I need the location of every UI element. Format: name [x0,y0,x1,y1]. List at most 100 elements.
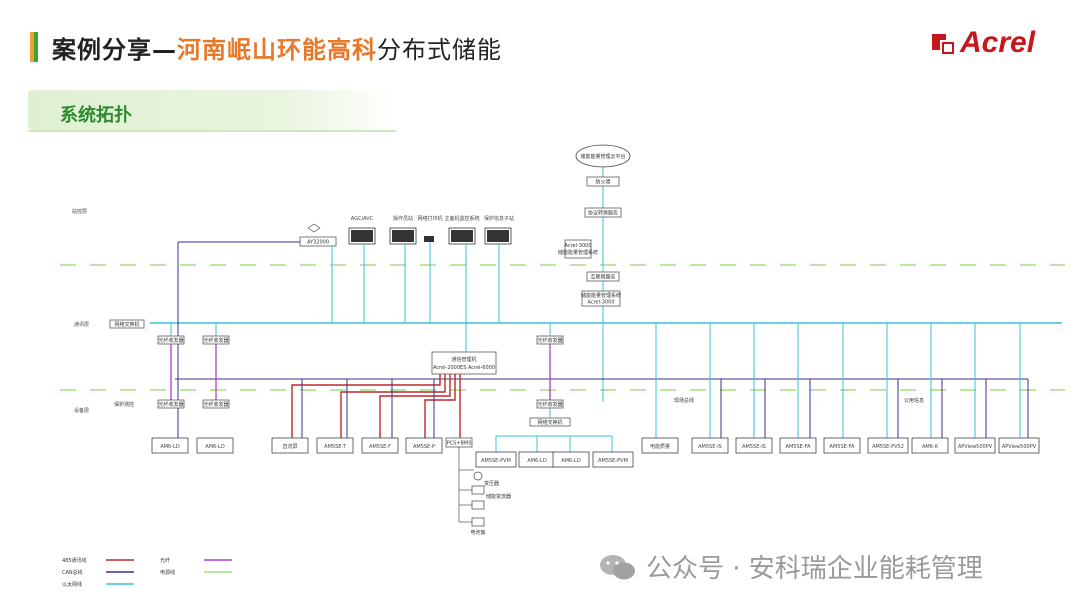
device-label: 电能质量 [650,443,670,450]
chain-label-pcs: 储能变流器 [486,493,511,500]
workstation-label-monitor: 主备机监控系统 [444,215,479,222]
firewall-label: 防火墙 [595,179,610,186]
workstation-agc: AGC/AVC [348,216,376,323]
acrel-logo-icon [932,34,954,54]
wechat-watermark: 公众号 · 安科瑞企业能耗管理 [598,548,983,585]
wechat-icon [600,554,635,579]
title-highlight: 河南岷山环能高科 [177,35,377,64]
device-label: AM5SE-PV52 [872,444,904,450]
watermark-text: 公众号 · 安科瑞企业能耗管理 [646,554,983,584]
title-marker [30,32,38,62]
cloud-platform-label: 储能能量管理云平台 [580,153,625,160]
device-power-quality: 电能质量 [641,437,679,454]
internet-box [586,271,620,282]
device-am6-ld-4: AM6-LD [552,451,590,468]
firewall-box [586,176,620,187]
device-row: AM6-LD AM6-LD 直流屏 AM5SE-T AM5SE-F AM5SE-… [151,437,1040,468]
nvr-box [299,236,337,247]
legend-label-power: 电源线 [160,569,175,576]
device-label: AM5SE-IS [698,444,722,450]
workstation-label-operator: 操作员站 [393,215,413,222]
side-label-switch-group: 公用信息 [904,397,924,404]
left-switch-label: 网络交换机 [114,321,139,328]
device-am5se-pv52: AM5SE-PV52 [867,437,909,454]
layer-label-station: 站控层 [72,208,87,215]
gateway-label-2: 储能能量管理系统 [558,249,598,256]
device-label: APView500PV [1002,444,1037,450]
battery-cluster-icon [471,517,485,527]
device-am5se-p: AM5SE-P [405,437,443,454]
slide-title-bar: 案例分享—河南岷山环能高科分布式储能 [30,30,502,64]
fiber-transceiver-2-label: 光纤收发器 [203,337,228,344]
fiber-transceiver-3-label: 光纤收发器 [537,337,562,344]
device-am5se-t: AM5SE-T [316,437,354,454]
ems-label-1: 储能能量管理系统 [581,292,621,299]
pcs-icon [471,485,485,495]
slide-title: 案例分享—河南岷山环能高科分布式储能 [52,30,502,65]
device-label: AM6-K [922,444,939,450]
device-label: AM5SE-PVM [481,458,511,464]
device-label: AM5SE-FA [830,444,855,450]
pcs-bms-label: PCS+BMS [447,441,472,447]
device-label: AM5SE-F [369,444,391,450]
device-label: AM5SE-PVM [598,458,628,464]
device-label: AM5SE-T [324,444,347,450]
workstation-monitor: 主备机监控系统 [444,215,480,323]
layer-label-device: 设备层 [74,407,89,414]
gateway-label-1: Acrel-3000 [564,243,591,249]
title-suffix: 分布式储能 [377,35,502,64]
device-apview-1: APView500PV [954,437,996,454]
device-label: AM6-LD [160,444,180,450]
transformer-icon [473,471,483,481]
battery-icon [471,500,485,510]
section-title: 系统拓扑 [60,105,132,126]
device-am5se-f: AM5SE-F [361,437,399,454]
sub-switch-label: 网络交换机 [537,419,562,426]
protocol-box [584,207,622,218]
fiber-transceiver-5-label: 光纤收发器 [203,401,228,408]
gateway-box [564,239,592,259]
workstation-protection: 保护信息子站 [484,215,514,323]
side-label-field-bus: 现场总线 [674,397,694,404]
workstation-label-agc: AGC/AVC [351,216,374,222]
device-am6-ld-2: AM6-LD [196,437,234,454]
fiber-transceiver-4 [157,399,185,409]
chain-label-battery: 电池簇 [470,529,485,536]
topology-diagram: 站控层 通讯层 设备层 储能能量管理云平台 防火墙 协议转换服务 互联网服务 A… [60,144,1065,588]
section-underline [28,130,396,132]
device-am6-k: AM6-K [911,437,949,454]
side-label-bus-left: 保护测控 [114,401,134,408]
workstation-operator: 操作员站 [389,215,417,323]
device-am5se-is-1: AM5SE-IS [691,437,729,454]
device-label: AM5SE-P [413,444,435,450]
ethernet-drops-right [655,323,1021,438]
legend-label-ethernet: 以太网线 [62,581,82,588]
nvr-label: AY32000 [307,240,329,246]
fiber-transceiver-4-label: 光纤收发器 [158,401,183,408]
ems-box [581,290,621,307]
device-dc-panel: 直流屏 [271,437,309,454]
internet-label: 互联网服务 [590,274,615,281]
workstation-label-protection: 保护信息子站 [484,215,514,222]
ems-label-2: Acrel-3000 [587,300,614,306]
comm-manager-box [431,351,497,375]
device-label: AM5SE-IS [742,444,766,450]
workstation-group: AGC/AVC 操作员站 网络打印机 主备机监控系统 保护信息子站 [348,215,514,323]
device-am6-ld-1: AM6-LD [151,437,189,454]
workstation-label-printer: 网络打印机 [417,215,442,222]
chain-label-transformer: 变压器 [484,480,499,487]
legend-label-485: 485通讯线 [62,557,87,564]
device-label: AM6-LD [205,444,225,450]
workstation-printer: 网络打印机 [417,215,443,323]
device-label: AM6-LD [561,458,581,464]
satellite-icon [307,223,321,233]
device-apview-2: APView500PV [998,437,1040,454]
device-label: AM6-LD [527,458,547,464]
left-switch-box [109,319,145,329]
fiber-transceiver-5 [202,399,230,409]
device-label: APView500PV [958,444,993,450]
protocol-label: 协议转换服务 [588,210,618,217]
device-am5se-is-2: AM5SE-IS [735,437,773,454]
section-band [28,90,396,130]
legend-label-fiber: 光纤 [160,557,170,564]
